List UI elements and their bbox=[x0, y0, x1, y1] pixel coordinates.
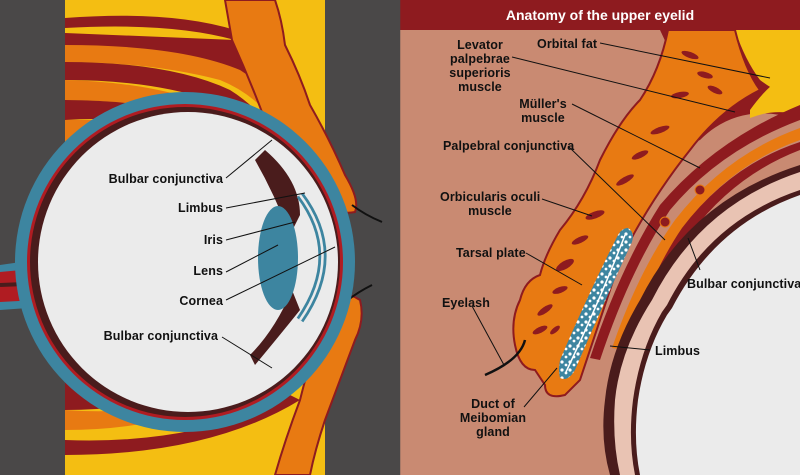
label-muller-line-2: muscle bbox=[521, 111, 565, 125]
label-muller-line-1: Müller's bbox=[519, 97, 567, 111]
label-orbicularis-line-2: muscle bbox=[468, 204, 512, 218]
label-levator-line-1: Levator bbox=[457, 38, 503, 52]
label-bulbar-conjunctiva-top: Bulbar conjunctiva bbox=[108, 172, 223, 186]
label-levator-line-4: muscle bbox=[458, 80, 502, 94]
orbicularis-fibers bbox=[532, 50, 723, 335]
label-limbus: Limbus bbox=[177, 201, 223, 215]
label-duct-line-1: Duct of bbox=[471, 397, 515, 411]
lens bbox=[258, 206, 298, 310]
label-cornea: Cornea bbox=[179, 294, 223, 308]
label-duct-of-meibomian-gland: Duct of Meibomian gland bbox=[458, 397, 528, 439]
label-orbital-fat: Orbital fat bbox=[537, 37, 598, 51]
label-levator-palpebrae-superioris: Levator palpebrae superioris muscle bbox=[440, 38, 520, 94]
label-duct-line-3: gland bbox=[476, 425, 510, 439]
title-band bbox=[400, 0, 800, 30]
label-orbicularis-line-1: Orbicularis oculi bbox=[440, 190, 541, 204]
meibomian-duct bbox=[565, 234, 626, 373]
tarsal-plate bbox=[559, 228, 633, 379]
left-panel-eye-cross-section bbox=[0, 0, 383, 475]
iris-upper bbox=[255, 150, 300, 235]
orbital-fat-lower bbox=[750, 70, 800, 118]
label-iris: Iris bbox=[203, 233, 223, 247]
eyeball bbox=[15, 92, 355, 432]
right-leader-lines bbox=[471, 42, 771, 408]
label-levator-line-3: superioris bbox=[449, 66, 511, 80]
diagram-title: Anatomy of the upper eyelid bbox=[505, 7, 695, 23]
label-levator-line-2: palpebrae bbox=[450, 52, 510, 66]
label-bulbar-conjunctiva: Bulbar conjunctiva bbox=[687, 277, 800, 291]
label-eyelash: Eyelash bbox=[442, 296, 490, 310]
left-leader-lines bbox=[221, 139, 336, 369]
label-bulbar-conjunctiva-bottom: Bulbar conjunctiva bbox=[103, 329, 218, 343]
iris-lower bbox=[250, 290, 300, 365]
eyelash bbox=[484, 339, 527, 377]
label-lens: Lens bbox=[193, 264, 223, 278]
right-panel-upper-eyelid bbox=[400, 0, 800, 475]
label-orbicularis-oculi-muscle: Orbicularis oculi muscle bbox=[440, 190, 540, 218]
label-duct-line-2: Meibomian bbox=[459, 411, 527, 425]
right-eyeball bbox=[603, 165, 800, 475]
vessel-2 bbox=[659, 216, 671, 228]
vessel-1 bbox=[694, 184, 706, 196]
label-limbus-right: Limbus bbox=[655, 344, 701, 358]
label-tarsal-plate: Tarsal plate bbox=[456, 246, 526, 260]
label-muller-muscle: Müller's muscle bbox=[515, 97, 571, 125]
label-palpebral-conjunctiva: Palpebral conjunctiva bbox=[443, 139, 575, 153]
